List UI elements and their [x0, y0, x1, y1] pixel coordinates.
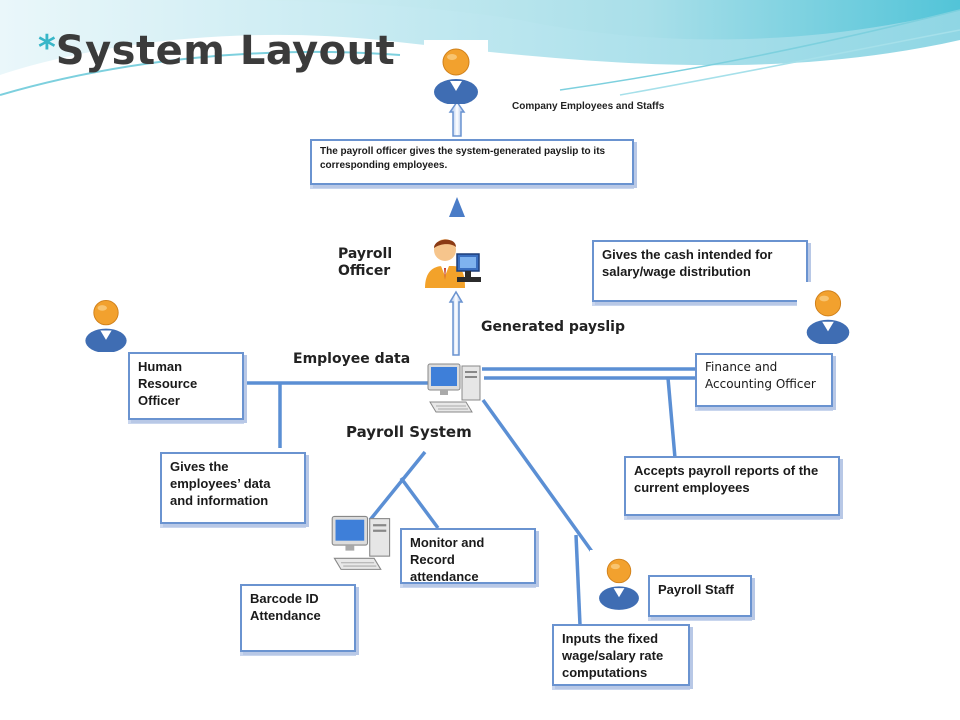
header-wave — [0, 0, 960, 96]
connector-lines — [246, 367, 695, 626]
payroll-officer-label: Payroll Officer — [338, 246, 393, 279]
payslip-to-employees-note: The payroll officer gives the system-gen… — [310, 139, 634, 185]
employees-caption: Company Employees and Staffs — [512, 101, 665, 112]
arrow-up-icon — [449, 197, 465, 217]
payroll-officer-icon — [421, 230, 483, 290]
person-icon — [797, 282, 859, 345]
arrow-up-icon — [448, 100, 466, 137]
cash-distribution-note: Gives the cash intended for salary/wage … — [592, 240, 808, 302]
person-icon — [424, 40, 488, 105]
payroll-staff-note: Payroll Staff — [648, 575, 752, 617]
computer-icon — [330, 514, 394, 574]
person-icon — [590, 550, 648, 610]
finance-officer-note: Finance and Accounting Officer — [695, 353, 833, 407]
employee-data-label: Employee data — [293, 351, 411, 367]
title-bullet: * — [38, 28, 56, 68]
person-icon — [76, 292, 136, 353]
arrow-up-icon — [448, 290, 464, 356]
title-text: System Layout — [55, 28, 396, 74]
slide-title: *System Layout — [38, 28, 395, 74]
barcode-attendance-note: Barcode ID Attendance — [240, 584, 356, 652]
hr-officer-note: Human Resource Officer — [128, 352, 244, 420]
accepts-reports-note: Accepts payroll reports of the current e… — [624, 456, 840, 516]
generated-payslip-label: Generated payslip — [481, 319, 625, 335]
inputs-wage-note: Inputs the fixed wage/salary rate comput… — [552, 624, 690, 686]
payroll-system-label: Payroll System — [346, 423, 472, 441]
monitor-attendance-note: Monitor and Record attendance — [400, 528, 536, 584]
computer-icon — [426, 362, 484, 416]
gives-employee-data-note: Gives the employees’ data and informatio… — [160, 452, 306, 524]
